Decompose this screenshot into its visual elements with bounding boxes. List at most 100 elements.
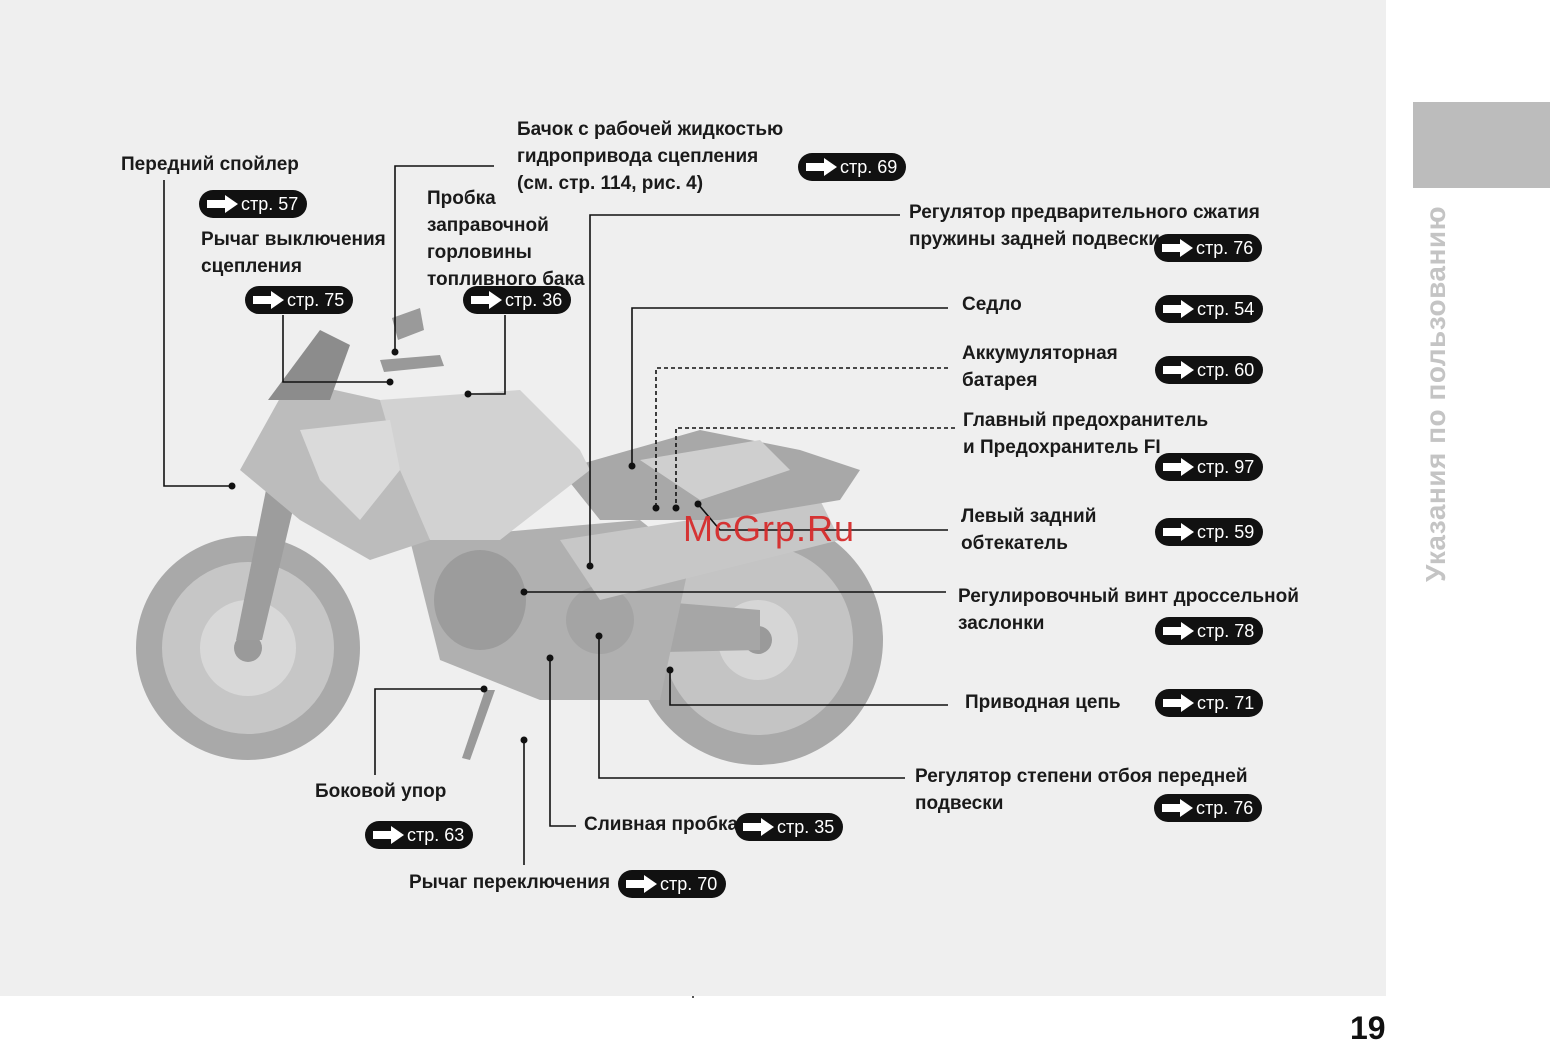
leader-front-rebound <box>598 636 905 779</box>
page-mark <box>692 996 694 998</box>
label-line: Седло <box>962 294 1022 315</box>
leader-rear-preload <box>589 214 900 566</box>
leader-fuses <box>675 427 955 508</box>
label-line: Регулятор предварительного сжатия <box>909 202 1260 223</box>
watermark-text: McGrp.Ru <box>683 508 856 549</box>
callout-dots <box>228 348 702 744</box>
ref-battery[interactable]: стр. 60 <box>1155 356 1264 384</box>
callout-dot-icon <box>694 500 702 508</box>
label-fuel-cap: Пробка заправочной горловины топливного бак… <box>427 185 585 293</box>
ref-front-rebound[interactable]: стр. 76 <box>1154 794 1263 822</box>
callout-dot-icon <box>386 378 394 386</box>
right-arrow-icon <box>251 291 285 309</box>
ref-rear-preload[interactable]: стр. 76 <box>1154 234 1263 262</box>
ref-clutch-fluid[interactable]: стр. 69 <box>798 153 907 181</box>
label-fuses: Главный предохранитель и Предохранитель F… <box>963 407 1208 461</box>
label-seat: Седло <box>962 291 1022 318</box>
label-line: гидропривода сцепления <box>517 146 759 167</box>
ref-gear-lever[interactable]: стр. 70 <box>618 870 727 898</box>
right-arrow-icon <box>1161 622 1195 640</box>
label-line: подвески <box>915 793 1004 814</box>
callout-dot-icon <box>228 482 236 490</box>
label-clutch-fluid: Бачок с рабочей жидкостью гидропривода сц… <box>517 116 783 197</box>
callout-dot-icon <box>391 348 399 356</box>
label-line: Боковой упор <box>315 781 447 802</box>
ref-drive-chain[interactable]: стр. 71 <box>1155 689 1264 717</box>
callout-dot-icon <box>520 736 528 744</box>
label-drive-chain: Приводная цепь <box>965 689 1121 716</box>
right-arrow-icon <box>1161 361 1195 379</box>
label-line: сцепления <box>201 256 302 277</box>
label-line: Рычаг выключения <box>201 229 386 250</box>
ref-side-stand[interactable]: стр. 63 <box>365 821 474 849</box>
ref-throttle-screw[interactable]: стр. 78 <box>1155 617 1264 645</box>
label-line: Сливная пробка <box>584 814 739 835</box>
ref-clutch-lever[interactable]: стр. 75 <box>245 286 354 314</box>
right-arrow-icon <box>1161 458 1195 476</box>
label-line: Рычаг переключения <box>409 872 611 893</box>
section-title: Указания по пользованию <box>1420 205 1451 582</box>
label-line: обтекатель <box>961 533 1068 554</box>
callout-dot-icon <box>546 654 554 662</box>
callout-dot-icon <box>652 504 660 512</box>
label-left-rear-cowl: Левый задний обтекатель <box>961 503 1096 557</box>
ref-left-rear-cowl[interactable]: стр. 59 <box>1155 518 1264 546</box>
label-line: Главный предохранитель <box>963 410 1209 431</box>
label-line: топливного бака <box>427 269 585 290</box>
label-gear-lever: Рычаг переключения <box>409 869 610 896</box>
label-clutch-lever: Рычаг выключения сцепления <box>201 226 386 280</box>
callout-dot-icon <box>586 562 594 570</box>
callout-dot-icon <box>628 462 636 470</box>
callout-dot-icon <box>464 390 472 398</box>
right-arrow-icon <box>741 818 775 836</box>
right-arrow-icon <box>624 875 658 893</box>
label-line: Пробка <box>427 188 496 209</box>
leader-lines <box>163 165 955 865</box>
right-arrow-icon <box>1161 523 1195 541</box>
label-drain-plug: Сливная пробка <box>584 811 738 838</box>
label-line: Левый задний <box>961 506 1097 527</box>
label-line: Регулировочный винт дроссельной <box>958 586 1299 607</box>
ref-seat[interactable]: стр. 54 <box>1155 295 1264 323</box>
leader-side-stand <box>374 688 484 775</box>
label-line: (см. стр. 114, рис. 4) <box>517 173 704 194</box>
label-battery: Аккумуляторная батарея <box>962 340 1118 394</box>
label-line: Передний спойлер <box>121 154 299 175</box>
label-side-stand: Боковой упор <box>315 778 446 805</box>
label-line: заправочной <box>427 215 549 236</box>
leader-front-spoiler <box>163 180 232 487</box>
right-arrow-icon <box>371 826 405 844</box>
label-line: Регулятор степени отбоя передней <box>915 766 1248 787</box>
label-line: горловины <box>427 242 532 263</box>
label-front-spoiler: Передний спойлер <box>121 151 299 178</box>
leader-fuel-cap <box>468 315 506 395</box>
section-tab <box>1413 102 1550 188</box>
ref-drain-plug[interactable]: стр. 35 <box>735 813 844 841</box>
label-line: пружины задней подвески <box>909 229 1160 250</box>
callout-dot-icon <box>595 632 603 640</box>
label-line: Бачок с рабочей жидкостью <box>517 119 784 140</box>
page-number: 19 <box>1350 1010 1386 1046</box>
label-line: батарея <box>962 370 1038 391</box>
leader-drain-plug <box>549 658 576 827</box>
ref-front-spoiler[interactable]: стр. 57 <box>199 190 308 218</box>
callout-dot-icon <box>520 588 528 596</box>
leader-drive-chain <box>669 670 948 706</box>
leader-clutch-fluid <box>394 165 494 352</box>
right-arrow-icon <box>205 195 239 213</box>
label-line: заслонки <box>958 613 1045 634</box>
label-line: Приводная цепь <box>965 692 1121 713</box>
label-line: и Предохранитель FI <box>963 437 1161 458</box>
leader-clutch-lever <box>282 315 390 383</box>
label-front-rebound: Регулятор степени отбоя передней подвески <box>915 763 1248 817</box>
callout-dot-icon <box>480 685 488 693</box>
callout-dot-icon <box>666 666 674 674</box>
ref-fuel-cap[interactable]: стр. 36 <box>463 286 572 314</box>
label-throttle-screw: Регулировочный винт дроссельной заслонки <box>958 583 1299 637</box>
leader-battery <box>655 367 948 508</box>
callout-dot-icon <box>672 504 680 512</box>
right-arrow-icon <box>1160 799 1194 817</box>
ref-fuses[interactable]: стр. 97 <box>1155 453 1264 481</box>
label-line: Аккумуляторная <box>962 343 1118 364</box>
